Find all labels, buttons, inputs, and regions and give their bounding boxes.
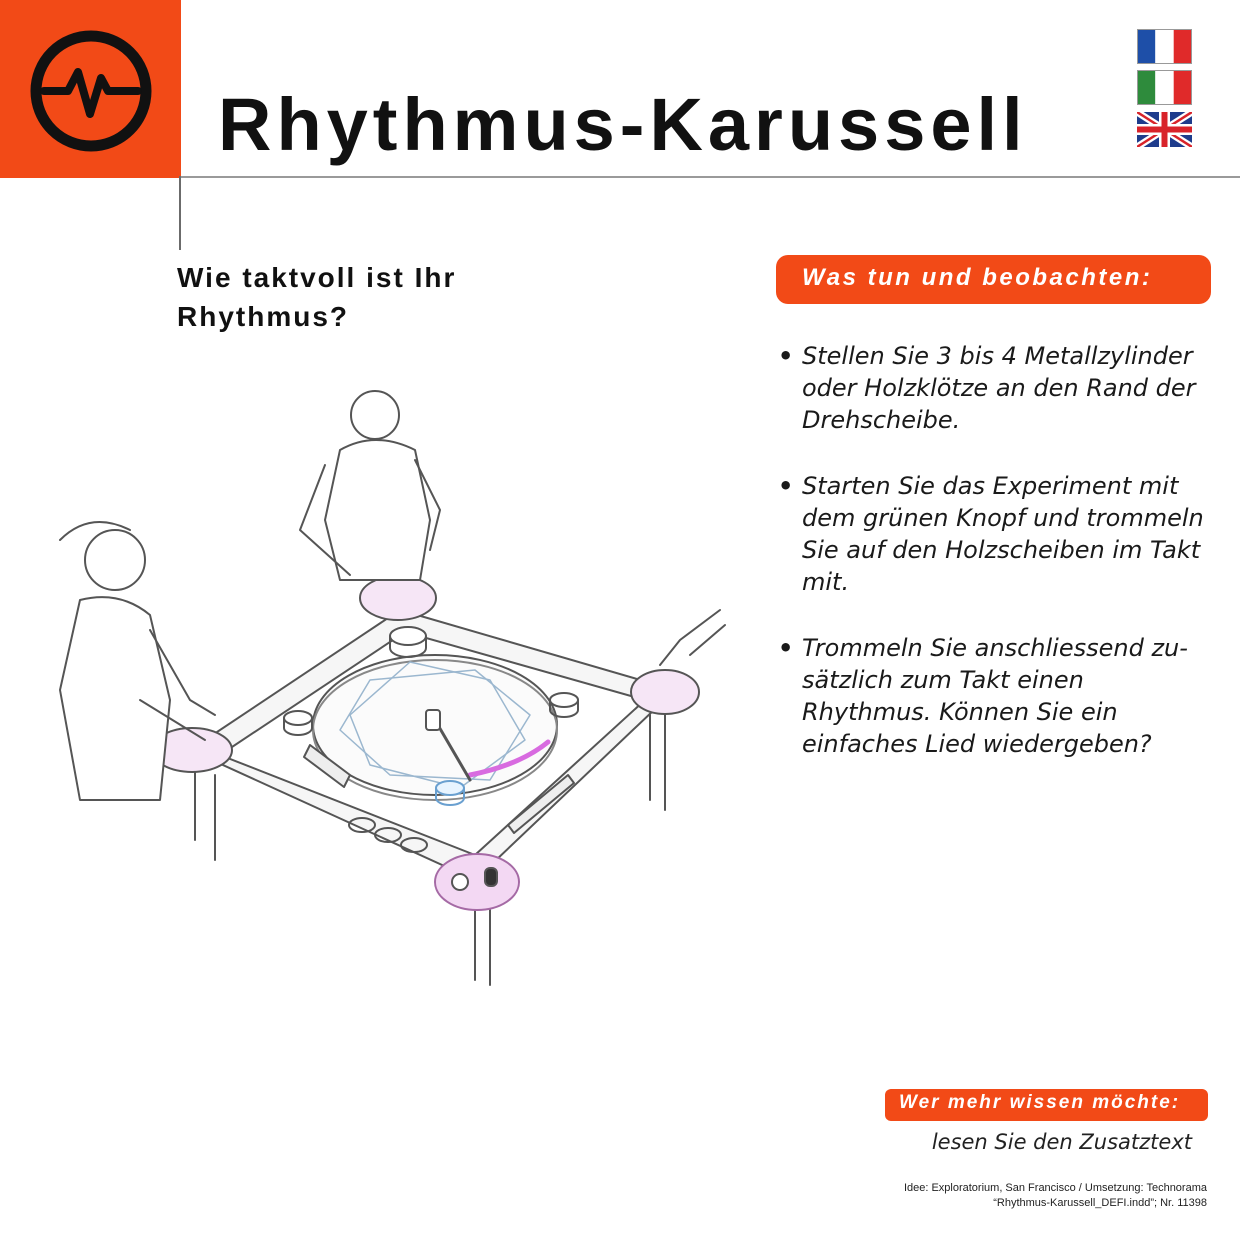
header-divider xyxy=(181,176,1240,178)
credits-line-1: Idee: Exploratorium, San Francisco / Ums… xyxy=(903,1182,1207,1194)
instructions-heading: Was tun und beobachten: xyxy=(776,255,1211,304)
instruction-text: Trommeln Sie anschliessend zu-sätzlich z… xyxy=(802,634,1188,758)
more-info-heading: Wer mehr wissen möchte: xyxy=(885,1089,1208,1121)
instruction-item: • Stellen Sie 3 bis 4 Metallzylinder ode… xyxy=(775,340,1215,436)
bullet-icon: • xyxy=(778,634,794,662)
instruction-item: • Trommeln Sie anschliessend zu-sätzlich… xyxy=(775,632,1215,760)
logo-box xyxy=(0,0,181,178)
instruction-text: Stellen Sie 3 bis 4 Metallzylinder oder … xyxy=(802,342,1196,434)
rhythm-carousel-illustration xyxy=(59,390,726,986)
instructions-list: • Stellen Sie 3 bis 4 Metallzylinder ode… xyxy=(775,340,1215,794)
instruction-item: • Starten Sie das Experiment mit dem grü… xyxy=(775,470,1215,598)
heartbeat-pulse-icon xyxy=(30,30,152,152)
flag-france-icon[interactable] xyxy=(1137,29,1192,64)
instruction-text: Starten Sie das Experiment mit dem grüne… xyxy=(802,472,1204,596)
more-info-text: lesen Sie den Zusatztext xyxy=(931,1130,1192,1154)
vertical-divider xyxy=(179,176,181,250)
flag-uk-icon[interactable] xyxy=(1137,112,1192,147)
intro-question: Wie taktvoll ist Ihr Rhythmus? xyxy=(177,258,597,336)
intro-line-2: Rhythmus? xyxy=(177,301,349,332)
credits-line-2: “Rhythmus-Karussell_DEFI.indd”; Nr. 1139… xyxy=(993,1197,1207,1209)
flag-italy-icon[interactable] xyxy=(1137,70,1192,105)
credits: Idee: Exploratorium, San Francisco / Ums… xyxy=(904,1181,1207,1211)
intro-line-1: Wie taktvoll ist Ihr xyxy=(177,262,457,293)
page-title: Rhythmus-Karussell xyxy=(218,83,1028,166)
bullet-icon: • xyxy=(778,472,794,500)
bullet-icon: • xyxy=(778,342,794,370)
